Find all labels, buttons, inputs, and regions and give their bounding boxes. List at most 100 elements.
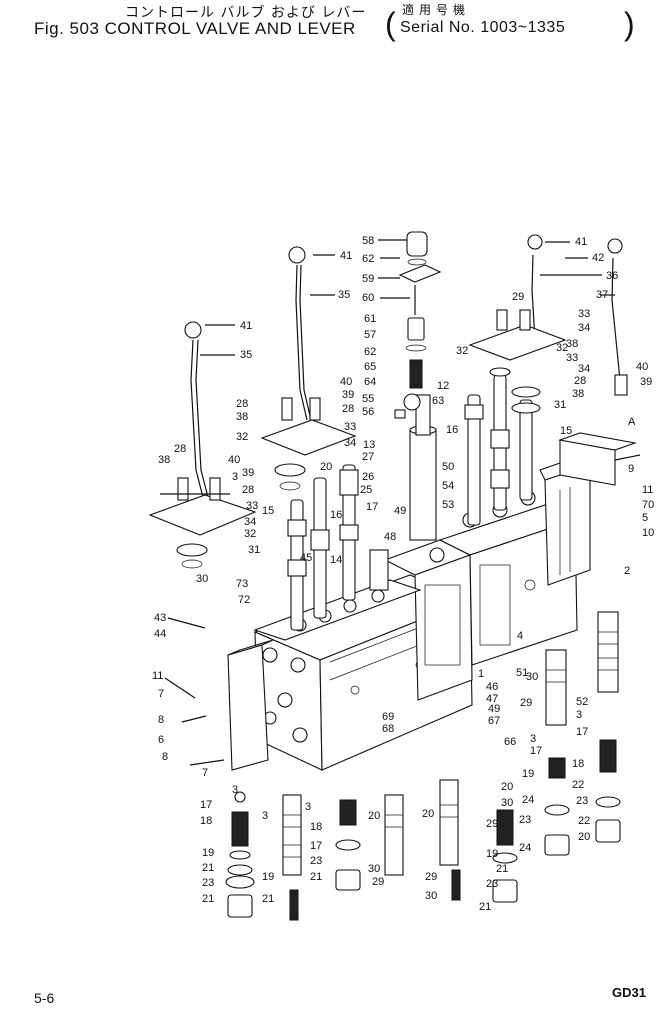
part-callout: 29 xyxy=(372,876,384,888)
part-callout: 6 xyxy=(158,734,164,746)
page-number: 5-6 xyxy=(34,990,55,1006)
part-callout: 20 xyxy=(501,781,513,793)
part-callout: 38 xyxy=(566,338,578,350)
part-callout: 31 xyxy=(554,399,566,411)
part-callout: 34 xyxy=(344,437,356,449)
part-callout: 60 xyxy=(362,292,374,304)
part-callout: 63 xyxy=(432,395,444,407)
part-callout: 13 xyxy=(363,439,375,451)
part-callout: 35 xyxy=(240,349,252,361)
drawing-code: GD31 xyxy=(612,985,646,1000)
lower-spools xyxy=(282,611,619,876)
part-callout: 3 xyxy=(232,471,238,483)
part-callout: 42 xyxy=(592,252,604,264)
part-callout: 40 xyxy=(340,376,352,388)
part-callout: 5 xyxy=(642,512,648,524)
lever-assembly-center xyxy=(260,246,357,491)
series-bracket-close: ) xyxy=(624,6,635,42)
part-callout: 49 xyxy=(394,505,406,517)
part-callout: 21 xyxy=(479,901,491,913)
part-callout: 22 xyxy=(572,779,584,791)
part-callout: 3 xyxy=(262,810,268,822)
part-callout: 38 xyxy=(158,454,170,466)
part-callout: 36 xyxy=(606,270,618,282)
part-callout: 17 xyxy=(366,501,378,513)
part-callout: 18 xyxy=(572,758,584,770)
part-callout: 52 xyxy=(576,696,588,708)
part-callout: 30 xyxy=(196,573,208,585)
component-linework xyxy=(148,231,641,921)
part-callout: 38 xyxy=(236,411,248,423)
part-callout: 8 xyxy=(158,714,164,726)
part-callout: 21 xyxy=(202,862,214,874)
part-callout: 33 xyxy=(344,421,356,433)
part-callout: 47 xyxy=(486,693,498,705)
part-callout: 49 xyxy=(488,703,500,715)
part-callout: 26 xyxy=(362,471,374,483)
part-callout: 8 xyxy=(162,751,168,763)
part-callout: 15 xyxy=(262,505,274,517)
part-callout: 23 xyxy=(310,855,322,867)
part-callout: 7 xyxy=(158,688,164,700)
part-callout: 54 xyxy=(442,480,454,492)
part-callout: 32 xyxy=(556,342,568,354)
part-callout: 3 xyxy=(576,709,582,721)
part-callout: 68 xyxy=(382,723,394,735)
part-callout: 39 xyxy=(242,467,254,479)
part-callout: 30 xyxy=(368,863,380,875)
part-callout: 32 xyxy=(456,345,468,357)
part-callout: 70 xyxy=(642,499,654,511)
part-callout: 65 xyxy=(364,361,376,373)
part-callout: 23 xyxy=(576,795,588,807)
part-callout: 30 xyxy=(526,671,538,683)
part-callout: 28 xyxy=(236,398,248,410)
part-callout: 69 xyxy=(382,711,394,723)
detent-cover xyxy=(557,432,641,486)
part-callout: 17 xyxy=(530,745,542,757)
figure-title: Fig. 503 CONTROL VALVE AND LEVER xyxy=(34,19,356,38)
part-callout: 28 xyxy=(242,484,254,496)
part-callout: 73 xyxy=(236,578,248,590)
part-callout: 23 xyxy=(486,878,498,890)
part-callout: 59 xyxy=(362,273,374,285)
part-callout: 21 xyxy=(202,893,214,905)
part-callout: 28 xyxy=(174,443,186,455)
part-callout: 29 xyxy=(486,818,498,830)
part-callout: 43 xyxy=(154,612,166,624)
part-callout: 50 xyxy=(442,461,454,473)
part-callout: 67 xyxy=(488,715,500,727)
part-callout: 39 xyxy=(640,376,652,388)
part-callout: 17 xyxy=(576,726,588,738)
part-callout: 19 xyxy=(262,871,274,883)
part-callout: 19 xyxy=(202,847,214,859)
part-callout: 30 xyxy=(425,890,437,902)
part-callout: 17 xyxy=(200,799,212,811)
part-callout: 30 xyxy=(501,797,513,809)
part-callout: 53 xyxy=(442,499,454,511)
part-callout: 33 xyxy=(566,352,578,364)
part-callout: 40 xyxy=(636,361,648,373)
part-callout: 35 xyxy=(338,289,350,301)
series-bracket-open: ( xyxy=(385,6,396,42)
part-callout: 7 xyxy=(202,767,208,779)
part-callout: 31 xyxy=(248,544,260,556)
part-callout: 21 xyxy=(496,863,508,875)
part-callout: 1 xyxy=(478,668,484,680)
part-callout: 11 xyxy=(642,484,653,496)
part-callout: 62 xyxy=(362,253,374,265)
end-cover xyxy=(227,639,274,771)
part-callout: 41 xyxy=(340,250,352,262)
part-callout: 18 xyxy=(200,815,212,827)
part-callout: 55 xyxy=(362,393,374,405)
part-callout: 33 xyxy=(578,308,590,320)
part-callout: 37 xyxy=(596,289,608,301)
part-callout: 66 xyxy=(504,736,516,748)
part-callout: 48 xyxy=(384,531,396,543)
part-callout: 17 xyxy=(310,840,322,852)
part-callout: 28 xyxy=(342,403,354,415)
part-callout: 12 xyxy=(437,380,449,392)
part-callout: 9 xyxy=(628,463,634,475)
part-callout: 34 xyxy=(578,363,590,375)
part-callout: 20 xyxy=(320,461,332,473)
